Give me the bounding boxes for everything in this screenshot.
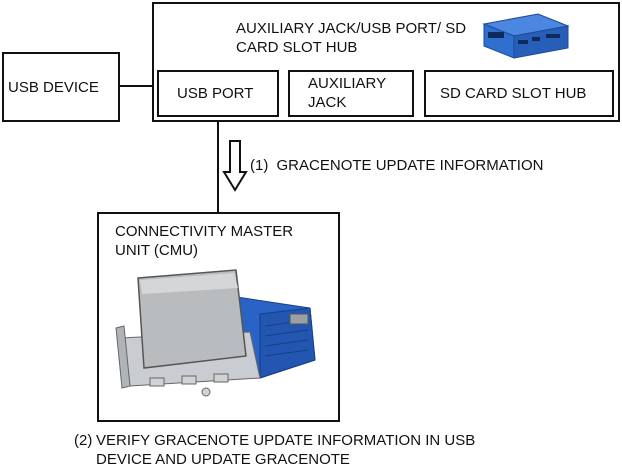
hub-title: AUXILIARY JACK/USB PORT/ SD CARD SLOT HU… — [236, 19, 476, 57]
cmu-title: CONNECTIVITY MASTER UNIT (CMU) — [115, 223, 294, 259]
step2-text: VERIFY GRACENOTE UPDATE INFORMATION IN U… — [96, 432, 476, 468]
step2-number: (2) — [74, 432, 93, 449]
step1-label: (1) GRACENOTE UPDATE INFORMATION — [250, 156, 543, 175]
auxiliary-jack-label: AUXILIARY JACK — [308, 75, 386, 111]
cmu-device-illustration — [115, 269, 316, 397]
sd-card-slot-hub-label: SD CARD SLOT HUB — [440, 85, 587, 102]
hub-title-text: AUXILIARY JACK/USB PORT/ SD CARD SLOT HU… — [236, 20, 467, 56]
auxiliary-jack-box: AUXILIARY JACK — [288, 70, 414, 117]
usb-device-label: USB DEVICE — [8, 79, 99, 96]
usb-port-label: USB PORT — [177, 85, 254, 102]
usb-port-box: USB PORT — [157, 70, 279, 117]
usb-device-box: USB DEVICE — [2, 52, 120, 122]
step1-text: GRACENOTE UPDATE INFORMATION — [276, 157, 544, 174]
sd-card-slot-hub-box: SD CARD SLOT HUB — [424, 70, 614, 117]
down-arrow-icon — [222, 140, 248, 192]
hub-device-illustration — [482, 13, 570, 59]
step1-number: (1) — [250, 157, 269, 174]
